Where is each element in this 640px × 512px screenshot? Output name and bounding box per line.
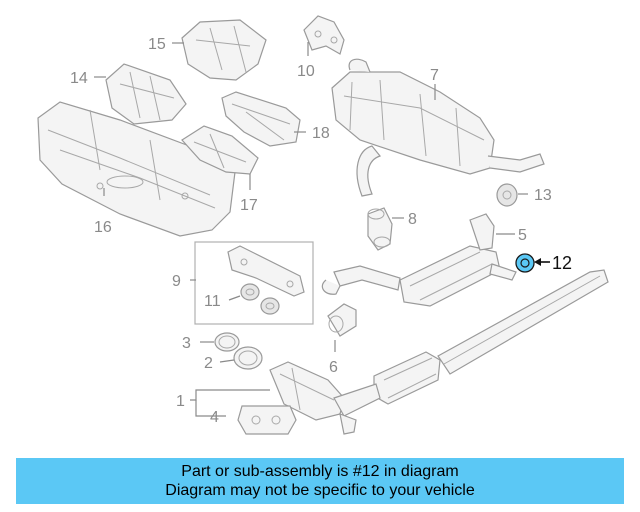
main-exhaust-pipe[interactable]	[437, 269, 609, 375]
callout-11: 11	[204, 293, 221, 310]
part-12-mount-highlighted[interactable]	[515, 253, 535, 273]
callout-17: 17	[240, 197, 258, 214]
callout-13: 13	[534, 187, 552, 204]
callout-6: 6	[329, 359, 338, 376]
leader-lines	[94, 42, 548, 417]
part-5-front-muffler[interactable]	[321, 213, 517, 307]
callout-2: 2	[204, 355, 213, 372]
part-14-heat-shield[interactable]	[105, 63, 187, 125]
callout-labels: 15 14 10 7 18 16 17 13 8 5 9 11 12 6 3 2…	[70, 36, 572, 426]
banner-line-1: Part or sub-assembly is #12 in diagram	[181, 463, 459, 480]
callout-7: 7	[430, 67, 439, 84]
callout-4: 4	[210, 409, 219, 426]
part-16-heat-shield[interactable]	[37, 101, 236, 237]
callout-3: 3	[182, 335, 191, 352]
part-10-bracket[interactable]	[303, 15, 345, 55]
exhaust-system-diagram: 15 14 10 7 18 16 17 13 8 5 9 11 12 6 3 2…	[37, 15, 609, 435]
callout-16: 16	[94, 219, 112, 236]
part-17-heat-shield[interactable]	[181, 125, 259, 175]
part-18-heat-shield[interactable]	[221, 91, 301, 147]
part-7-rear-muffler[interactable]	[331, 58, 545, 197]
callout-1: 1	[176, 393, 185, 410]
info-banner: Part or sub-assembly is #12 in diagram D…	[16, 458, 624, 504]
callout-14: 14	[70, 70, 88, 87]
part-2-clamp-ring[interactable]	[233, 346, 263, 370]
callout-12: 12	[552, 253, 572, 273]
callout-15: 15	[148, 36, 166, 53]
callout-9: 9	[172, 273, 181, 290]
callout-12-arrow	[534, 258, 550, 266]
part-13-mount[interactable]	[496, 183, 518, 207]
part-8-clamp[interactable]	[367, 207, 393, 251]
callout-18: 18	[312, 125, 330, 142]
callout-8: 8	[408, 211, 417, 228]
part-3-gasket[interactable]	[214, 332, 240, 352]
part-11-mounts[interactable]	[240, 283, 280, 315]
banner-line-2: Diagram may not be specific to your vehi…	[165, 482, 475, 499]
part-4-gasket[interactable]	[237, 405, 297, 435]
part-9-bracket-assembly[interactable]	[194, 241, 314, 325]
callout-10: 10	[297, 63, 315, 80]
part-6-clamp[interactable]	[327, 303, 357, 337]
callout-5: 5	[518, 227, 527, 244]
part-15-heat-shield[interactable]	[181, 19, 267, 81]
